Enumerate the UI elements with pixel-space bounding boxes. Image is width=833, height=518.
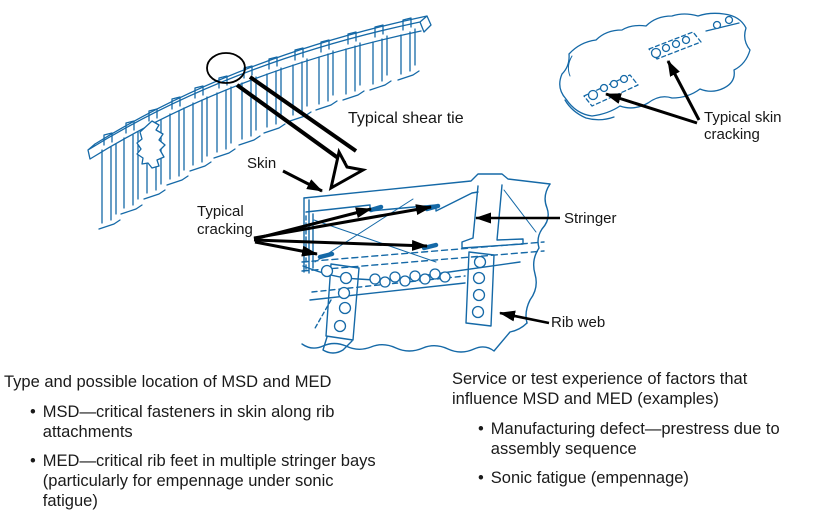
label-stringer: Stringer <box>564 210 617 227</box>
bullet-icon: • <box>478 420 484 438</box>
bullet-text: Sonic fatigue (empennage) <box>490 469 689 487</box>
shear-tie-pointer-arrow <box>235 75 368 191</box>
label-typical-shear-tie: Typical shear tie <box>348 110 464 127</box>
diagram-canvas <box>87 12 751 354</box>
skin-panel-drawing <box>559 12 751 121</box>
bullet-icon: • <box>30 452 36 470</box>
bullet-text: MED—critical rib feet in multiple string… <box>42 452 376 510</box>
right-bullet-list: • Manufacturing defect—prestress due to … <box>452 419 830 488</box>
list-item: • Sonic fatigue (empennage) <box>478 468 830 488</box>
list-item: • Manufacturing defect—prestress due to … <box>478 419 830 459</box>
rib-web-arrow <box>499 310 550 325</box>
bullet-text: Manufacturing defect—prestress due to as… <box>490 420 780 458</box>
crack-marks <box>317 203 441 260</box>
rib-torn-break <box>136 120 166 169</box>
label-rib-web: Rib web <box>551 314 606 331</box>
skin-arrow <box>282 169 323 193</box>
right-heading: Service or test experience of factors th… <box>452 370 748 408</box>
bullet-icon: • <box>30 403 36 421</box>
left-heading: Type and possible location of MSD and ME… <box>4 373 332 391</box>
left-bullet-list: • MSD—critical fasteners in skin along r… <box>4 402 450 511</box>
bullet-text: MSD—critical fasteners in skin along rib… <box>42 403 335 441</box>
list-item: • MED—critical rib feet in multiple stri… <box>30 451 450 511</box>
list-item: • MSD—critical fasteners in skin along r… <box>30 402 450 442</box>
rib-assembly-drawing <box>87 15 432 230</box>
typical-cracking-arrows <box>253 204 432 257</box>
shear-tie-detail-drawing <box>301 173 551 354</box>
rib-web-fastener-holes <box>320 255 487 333</box>
label-typical-skin-cracking: Typical skin cracking <box>704 109 782 143</box>
label-typical-cracking: Typical cracking <box>197 203 253 238</box>
skin-cracking-arrows <box>605 60 701 125</box>
service-experience-block: Service or test experience of factors th… <box>452 369 830 497</box>
label-skin: Skin <box>247 155 277 172</box>
shear-tie-highlight-circle <box>206 52 246 84</box>
bullet-icon: • <box>478 469 484 487</box>
msd-med-location-block: Type and possible location of MSD and ME… <box>4 372 450 518</box>
